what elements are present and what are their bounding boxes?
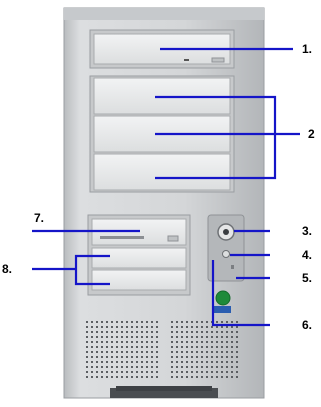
case-bottom-trim [116,386,212,391]
case-top-edge [64,8,264,20]
case-bottom-foot [110,388,218,398]
callout-4: 4. [302,248,313,262]
optical-drive-led [184,59,189,61]
leader-8 [74,254,110,286]
leader-lines [32,47,300,327]
led-indicator [231,265,234,269]
leader-6 [211,260,270,327]
callout-3: 3. [302,224,313,238]
brand-badge [213,306,231,313]
power-led-logo [215,290,231,306]
ventilation-grille-left [84,320,159,380]
optical-drive-eject-button [211,57,225,63]
callout-2: 2 [308,127,315,141]
small-bay-blank-1 [91,247,187,269]
floppy-slot [100,236,144,239]
reset-button [222,250,230,258]
ventilation-grille-right [170,320,240,380]
callout-5: 5. [302,271,313,285]
floppy-eject-button [167,235,179,242]
leader-2 [155,95,277,180]
drive-bay-blank-3 [93,153,231,191]
small-bay-blank-2 [91,269,187,291]
callout-6: 6. [302,318,313,332]
callout-1: 1. [302,42,313,56]
power-button-center [223,229,229,235]
callout-8: 8. [2,262,13,276]
callout-7: 7. [34,211,45,225]
